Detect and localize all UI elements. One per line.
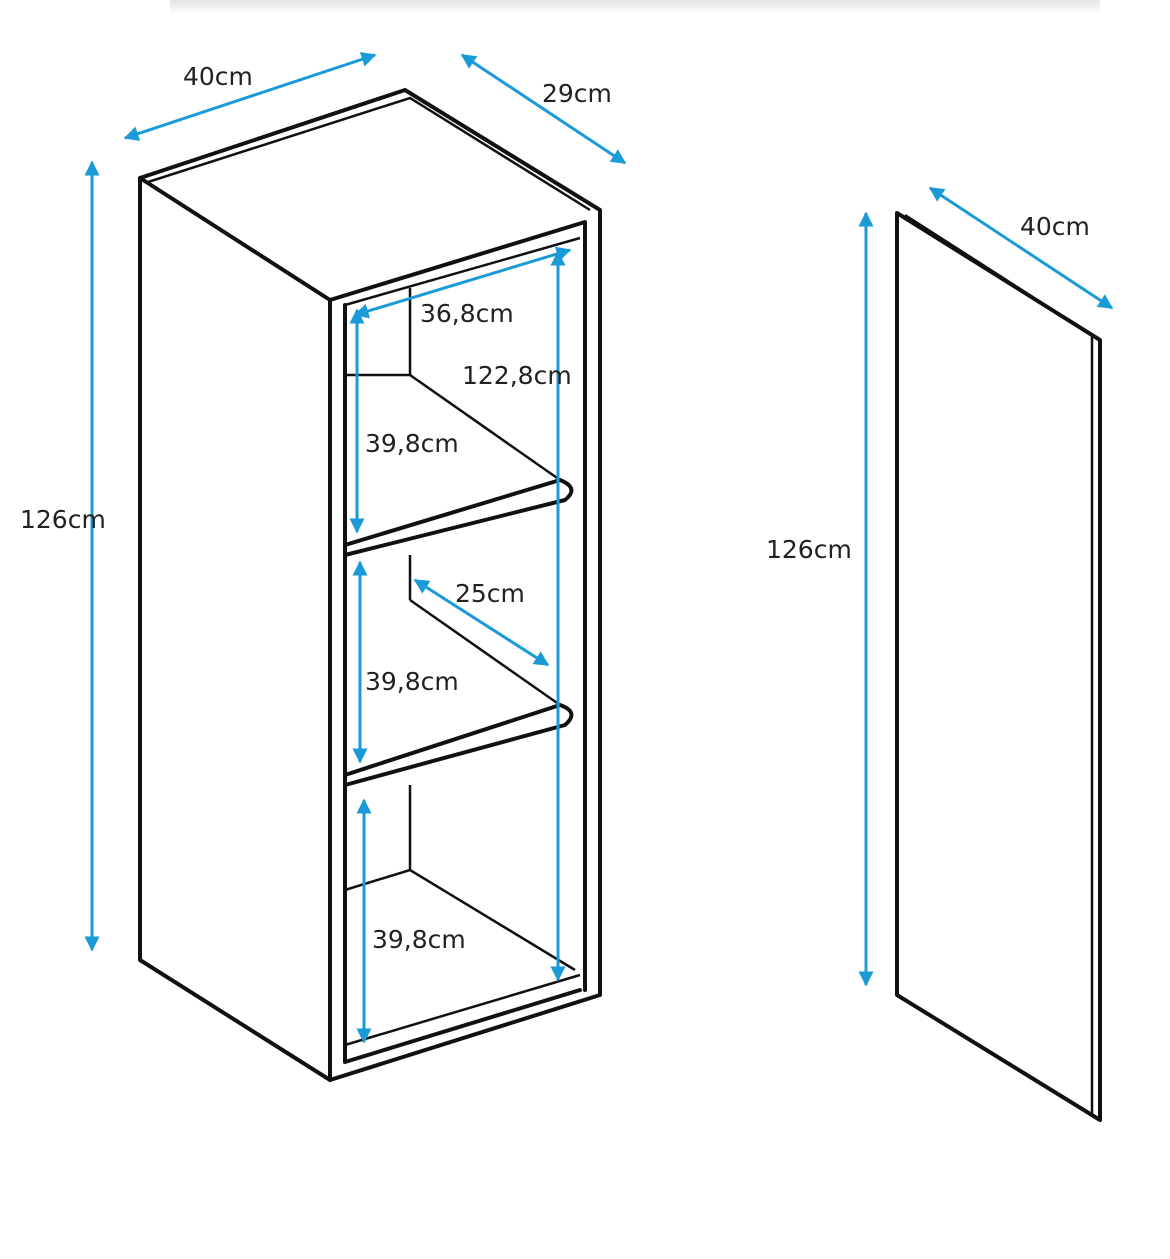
inner-width-arrow (353, 246, 572, 319)
door-height-label: 126cm (766, 535, 852, 564)
door-width-label: 40cm (1020, 212, 1090, 241)
depth-label: 29cm (542, 79, 612, 108)
dimension-arrows (84, 52, 1114, 1044)
inner-height-label: 122,8cm (462, 361, 572, 390)
compartment-2-label: 39,8cm (365, 667, 459, 696)
cabinet-drawing (138, 88, 602, 1082)
door-drawing (895, 211, 1102, 1122)
compartment-3-label: 39,8cm (372, 925, 466, 954)
door-width-arrow (928, 186, 1114, 310)
top-shadow-bar (170, 0, 1100, 14)
shelf-depth-arrow (413, 578, 550, 667)
width-label: 40cm (183, 62, 253, 91)
inner-width-label: 36,8cm (420, 299, 514, 328)
width-arrow (123, 52, 377, 141)
shelf-depth-label: 25cm (455, 579, 525, 608)
depth-arrow (460, 53, 627, 165)
height-label: 126cm (20, 505, 106, 534)
compartment-1-label: 39,8cm (365, 429, 459, 458)
